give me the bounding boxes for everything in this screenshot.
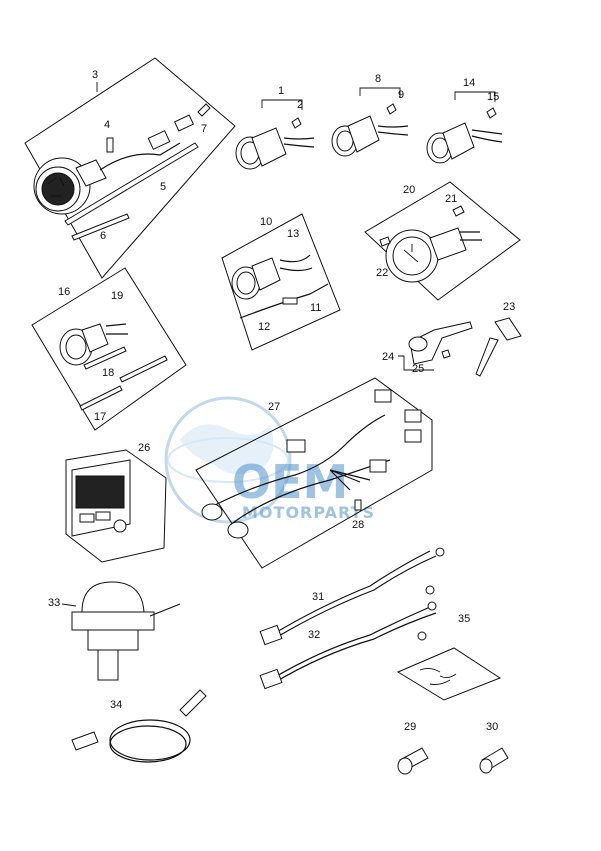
callout-24: 24	[382, 351, 394, 363]
part-group-27	[195, 377, 433, 569]
watermark-globe-icon	[164, 396, 292, 524]
part-group-34	[71, 689, 207, 763]
part-group-30	[479, 747, 509, 774]
callout-10: 10	[260, 216, 272, 228]
watermark: OEM MOTORPARTS	[164, 396, 375, 524]
callout-12: 12	[258, 321, 270, 333]
callout-4: 4	[104, 119, 110, 131]
part-group-1	[235, 117, 315, 170]
part-group-35	[396, 647, 502, 701]
callout-16: 16	[58, 286, 70, 298]
callout-15: 15	[487, 91, 499, 103]
part-group-3	[24, 57, 236, 279]
callout-35: 35	[458, 613, 470, 625]
watermark-title: OEM	[232, 455, 348, 509]
callout-6: 6	[100, 230, 106, 242]
callout-11: 11	[310, 302, 321, 314]
callout-27: 27	[268, 401, 280, 413]
callout-9: 9	[398, 89, 404, 101]
part-group-10	[221, 213, 341, 351]
part-group-14	[426, 107, 503, 164]
part-group-29	[397, 747, 429, 775]
callout-13: 13	[287, 228, 299, 240]
callout-22: 22	[376, 267, 388, 279]
callout-7: 7	[201, 123, 207, 135]
callout-23: 23	[503, 301, 515, 313]
callout-18: 18	[102, 367, 114, 379]
part-group-31	[259, 547, 445, 646]
callout-28: 28	[352, 519, 364, 531]
part-group-8	[331, 103, 409, 157]
callout-3: 3	[92, 69, 98, 81]
callout-5: 5	[160, 181, 166, 193]
callout-20: 20	[403, 184, 415, 196]
callout-19: 19	[111, 290, 123, 302]
callout-25: 25	[412, 363, 424, 375]
callout-33: 33	[48, 597, 60, 609]
part-group-26	[65, 449, 167, 563]
part-group-32	[259, 601, 437, 690]
part-group-33	[71, 581, 181, 681]
callout-29: 29	[404, 721, 416, 733]
part-group-20	[364, 181, 521, 301]
callout-26: 26	[138, 442, 150, 454]
callout-1: 1	[278, 85, 284, 97]
callout-21: 21	[445, 193, 457, 205]
callout-32: 32	[308, 629, 320, 641]
callout-17: 17	[94, 411, 106, 423]
callout-30: 30	[486, 721, 498, 733]
watermark-subtitle: MOTORPARTS	[242, 503, 375, 522]
callout-34: 34	[110, 699, 122, 711]
part-group-23	[408, 317, 522, 377]
callout-8: 8	[375, 73, 381, 85]
callout-31: 31	[312, 591, 324, 603]
callout-14: 14	[463, 77, 475, 89]
callout-2: 2	[297, 99, 303, 111]
part-group-16	[31, 267, 187, 431]
